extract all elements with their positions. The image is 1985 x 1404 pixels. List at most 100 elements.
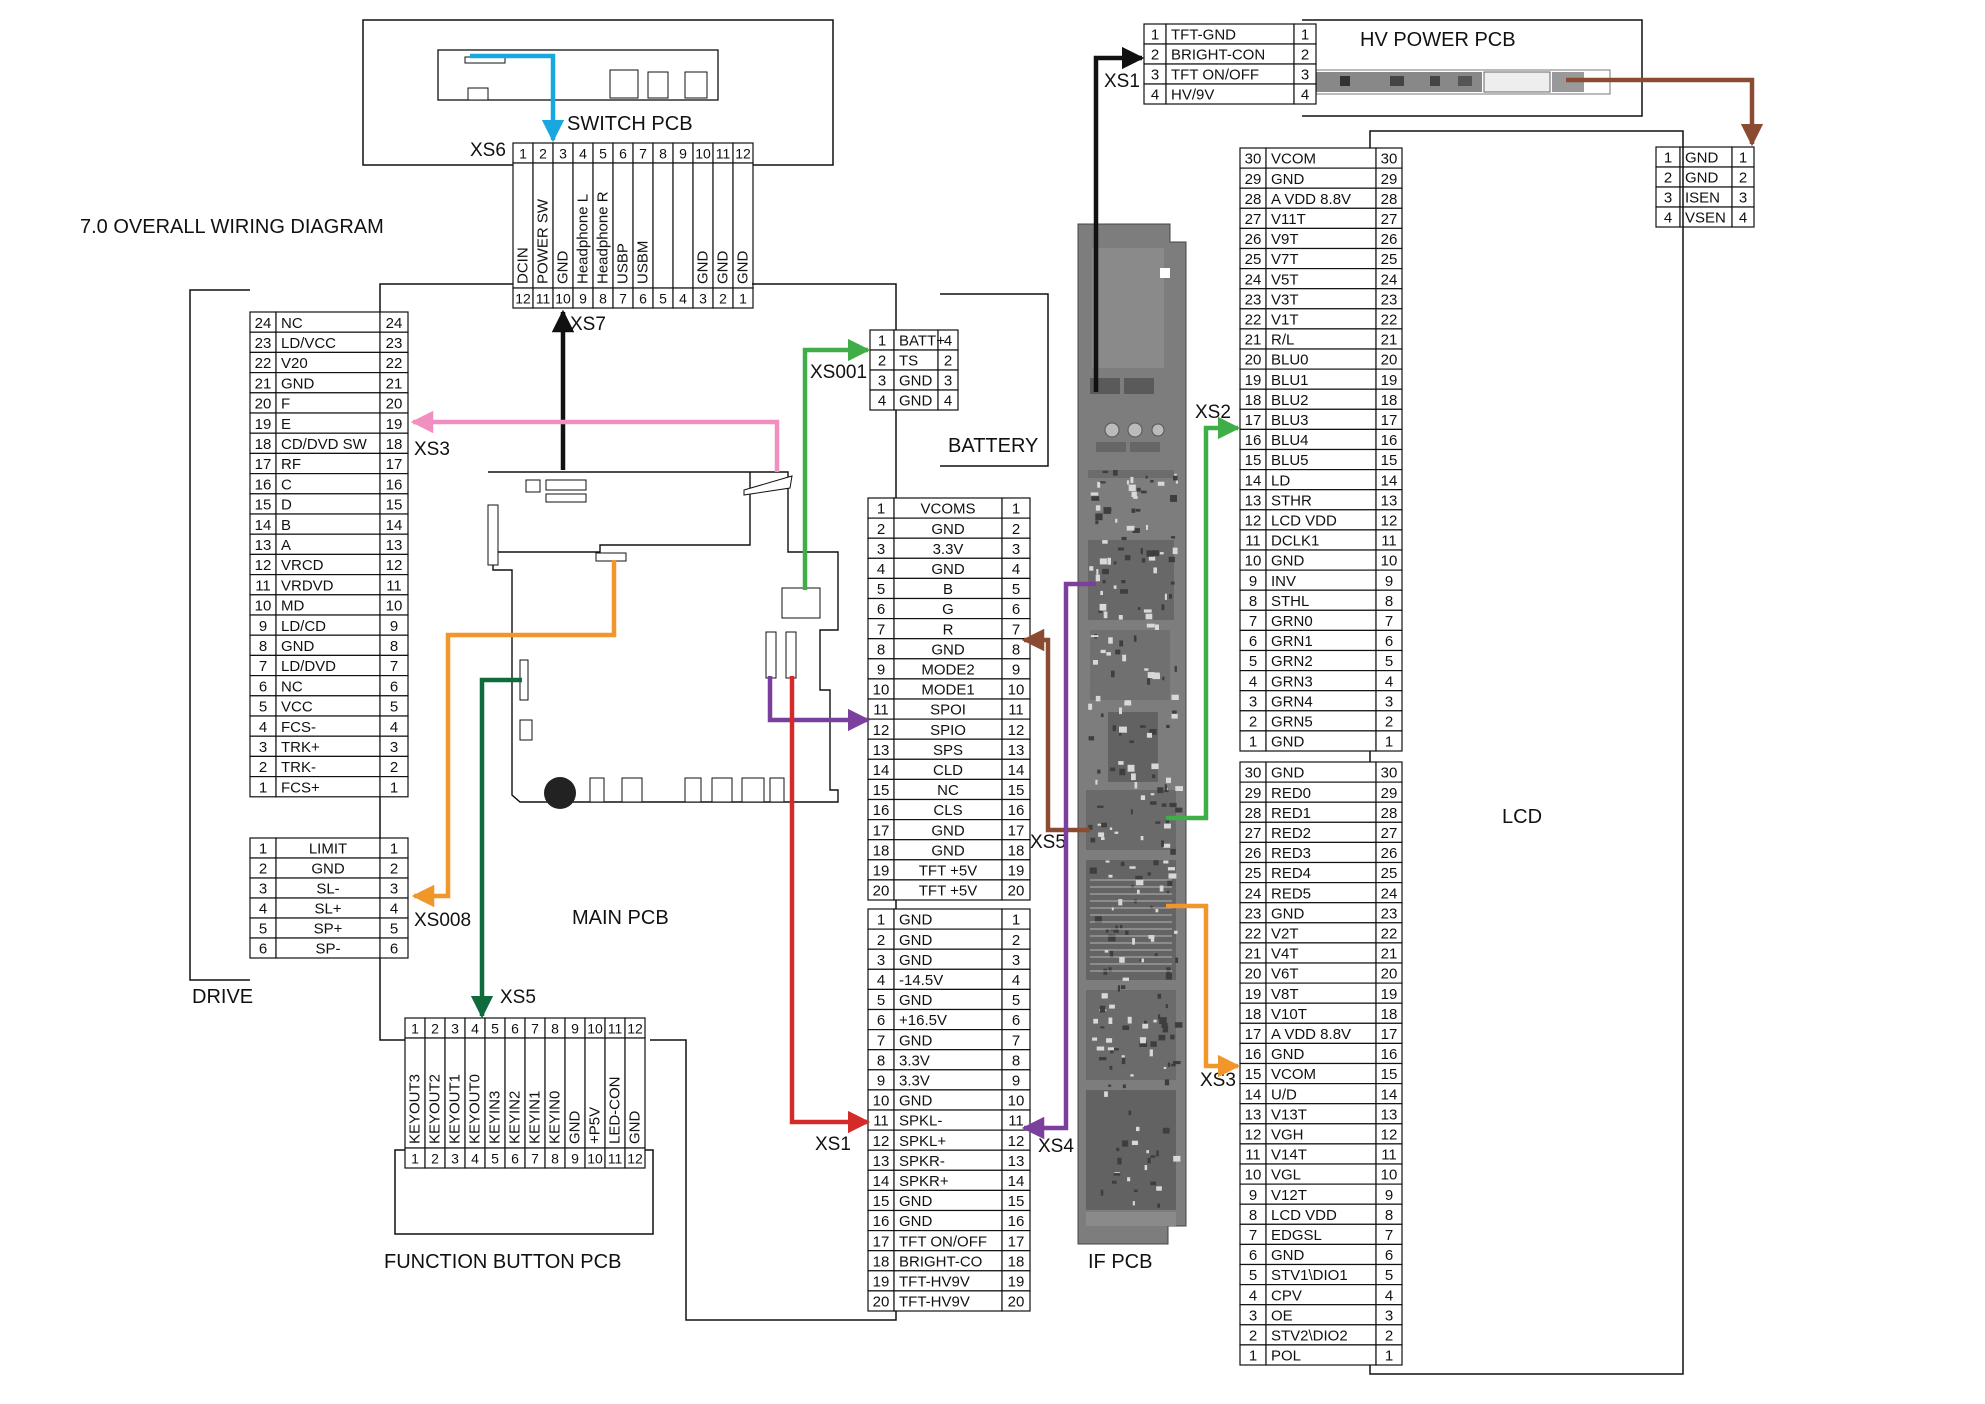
- pin-number: 26: [1381, 845, 1398, 862]
- pin-signal: GND: [281, 375, 315, 392]
- pin-number: 4: [1301, 87, 1309, 104]
- pin-number: 4: [1012, 972, 1020, 989]
- pin-number: 30: [1245, 765, 1262, 782]
- pin-signal: LIMIT: [309, 841, 347, 858]
- pin-number: 22: [386, 355, 403, 372]
- pin-number: 18: [386, 436, 403, 453]
- pin-number: 12: [1381, 1126, 1398, 1143]
- pin-signal: MD: [281, 598, 304, 615]
- pin-number: 5: [259, 699, 267, 716]
- pin-number: 6: [390, 941, 398, 958]
- pin-signal: V12T: [1271, 1187, 1307, 1204]
- pin-number: 25: [1381, 251, 1398, 268]
- pin-number: 10: [255, 598, 272, 615]
- pin-signal: GND: [899, 373, 933, 390]
- pin-number: 11: [1245, 533, 1261, 550]
- pink-wire: [410, 410, 780, 472]
- pin-signal: STHL: [1271, 593, 1309, 610]
- pin-number: 14: [1008, 1173, 1025, 1190]
- xs008-label: XS008: [414, 910, 471, 931]
- pin-number: 21: [1245, 946, 1262, 963]
- pin-number: 3: [390, 881, 398, 898]
- pin-number: 7: [877, 1032, 885, 1049]
- pin-number: 6: [1012, 1012, 1020, 1029]
- pin-signal: KEYOUT1: [446, 1074, 463, 1144]
- pin-number: 18: [1381, 1006, 1398, 1023]
- pin-number: 12: [735, 146, 751, 162]
- pin-signal: V1T: [1271, 311, 1299, 328]
- pin-signal: VGL: [1271, 1167, 1301, 1184]
- pin-signal: RF: [281, 456, 301, 473]
- pin-signal: 3.3V: [933, 541, 964, 558]
- pin-number: 1: [259, 841, 267, 858]
- pin-number: 3: [1249, 1307, 1257, 1324]
- pin-number: 8: [551, 1021, 559, 1037]
- pin-signal: CLD: [933, 762, 963, 779]
- pin-signal: V13T: [1271, 1106, 1307, 1123]
- pin-number: 3: [390, 739, 398, 756]
- pin-number: 11: [873, 1113, 889, 1130]
- pin-number: 5: [877, 992, 885, 1009]
- pin-number: 10: [587, 1021, 603, 1037]
- pin-number: 9: [259, 618, 267, 635]
- pin-signal: HV/9V: [1171, 87, 1214, 104]
- pin-number: 17: [873, 1233, 890, 1250]
- pin-signal: LCD VDD: [1271, 1207, 1337, 1224]
- pin-signal: GRN1: [1271, 633, 1313, 650]
- pin-number: 19: [1008, 862, 1025, 879]
- pin-number: 8: [259, 638, 267, 655]
- pin-number: 10: [1381, 553, 1398, 570]
- if-pcb-components: [1088, 470, 1183, 1208]
- pin-number: 8: [1385, 593, 1393, 610]
- pin-number: 15: [873, 1193, 890, 1210]
- pin-number: 12: [873, 1133, 890, 1150]
- pin-number: 9: [571, 1151, 579, 1167]
- battery-label: BATTERY: [948, 435, 1038, 457]
- pin-number: 23: [1245, 905, 1262, 922]
- xs3-drive-label: XS3: [414, 439, 450, 460]
- main-pcb-label: MAIN PCB: [572, 907, 669, 929]
- pin-number: 8: [1249, 1207, 1257, 1224]
- pin-number: 4: [471, 1021, 479, 1037]
- pin-number: 4: [1249, 673, 1257, 690]
- pin-number: 13: [1381, 492, 1398, 509]
- pin-number: 20: [1008, 883, 1025, 900]
- pin-number: 11: [255, 577, 271, 594]
- pin-number: 19: [1381, 372, 1398, 389]
- pin-number: 27: [1381, 211, 1398, 228]
- pin-number: 11: [873, 702, 889, 719]
- pin-number: 13: [1245, 1106, 1262, 1123]
- pin-number: 10: [1245, 553, 1262, 570]
- pin-signal: LD/VCC: [281, 335, 336, 352]
- pin-number: 20: [1381, 352, 1398, 369]
- pin-signal: G: [942, 601, 954, 618]
- pin-signal: C: [281, 476, 292, 493]
- pin-number: 8: [1249, 593, 1257, 610]
- pin-signal: DCIN: [514, 247, 531, 284]
- pin-number: 9: [1385, 573, 1393, 590]
- pin-signal: BLU5: [1271, 452, 1309, 469]
- pin-number: 3: [944, 373, 952, 390]
- pin-signal: SP+: [314, 921, 343, 938]
- pin-signal: GND: [1271, 553, 1305, 570]
- pin-signal: V3T: [1271, 291, 1299, 308]
- pin-number: 3: [451, 1151, 459, 1167]
- pin-number: 1: [259, 779, 267, 796]
- pin-number: 13: [1008, 742, 1025, 759]
- pin-number: 24: [1381, 271, 1398, 288]
- pin-number: 4: [1249, 1287, 1257, 1304]
- pin-number: 16: [1381, 432, 1398, 449]
- pin-number: 8: [1012, 641, 1020, 658]
- pin-number: 20: [1008, 1294, 1025, 1311]
- pin-signal: BLU2: [1271, 392, 1309, 409]
- if-pcb: IF PCB: [1077, 223, 1187, 1273]
- pin-number: 1: [390, 779, 398, 796]
- pin-signal: GND: [899, 932, 933, 949]
- pin-signal: GND: [931, 561, 965, 578]
- pin-number: 11: [608, 1021, 623, 1037]
- pin-number: 15: [1381, 452, 1398, 469]
- pin-signal: LD: [1271, 472, 1290, 489]
- pin-signal: E: [281, 416, 291, 433]
- pin-number: 9: [877, 1072, 885, 1089]
